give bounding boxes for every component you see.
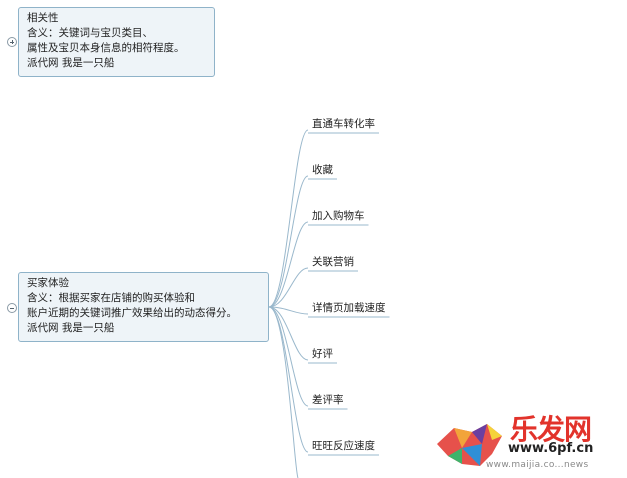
branch-connector (268, 129, 309, 308)
node-definition-line: 含义：根据买家在店铺的购买体验和 (27, 292, 195, 304)
branch-connector (268, 267, 309, 308)
node-title: 买家体验 (27, 277, 69, 289)
branch-connector (268, 221, 309, 308)
leaf-node[interactable]: 详情页加载速度 (312, 302, 386, 314)
watermark-subtext: www.maijia.co...news (486, 460, 589, 470)
leaf-node[interactable]: 旺旺反应速度 (312, 440, 375, 452)
branch-connector (268, 306, 309, 361)
collapse-toggle-icon[interactable] (7, 303, 17, 313)
node-title: 相关性 (27, 12, 59, 24)
branch-connector (268, 175, 309, 308)
leaf-node[interactable]: 加入购物车 (312, 210, 365, 222)
expand-toggle-icon[interactable] (7, 37, 17, 47)
watermark-url: www.6pf.cn (508, 441, 594, 456)
branch-connector (268, 306, 299, 478)
bull-logo-icon (437, 424, 502, 466)
leaf-underlines (308, 132, 390, 456)
node-definition-line: 属性及宝贝本身信息的相符程度。 (27, 42, 185, 54)
branch-connector (268, 306, 309, 315)
watermark-brand: 乐发网 (510, 413, 592, 446)
branch-connectors (268, 129, 309, 478)
topic-node-relevance[interactable]: 相关性 含义：关键词与宝贝类目、 属性及宝贝本身信息的相符程度。 派代网 我是一… (18, 7, 215, 77)
branch-connector (268, 306, 309, 407)
topic-node-buyer-experience[interactable]: 买家体验 含义：根据买家在店铺的购买体验和 账户近期的关键词推广效果给出的动态得… (18, 272, 269, 342)
node-definition-line: 账户近期的关键词推广效果给出的动态得分。 (27, 307, 237, 319)
leaf-node[interactable]: 差评率 (312, 394, 344, 406)
leaf-node[interactable]: 好评 (312, 348, 333, 360)
node-source-line: 派代网 我是一只船 (27, 322, 115, 334)
node-definition-line: 含义：关键词与宝贝类目、 (27, 27, 153, 39)
site-watermark: 乐发网 www.6pf.cn www.maijia.co...news (432, 408, 627, 478)
branch-connector (268, 306, 309, 453)
leaf-node[interactable]: 直通车转化率 (312, 118, 375, 130)
leaf-node[interactable]: 收藏 (312, 164, 333, 176)
node-source-line: 派代网 我是一只船 (27, 57, 115, 69)
leaf-node[interactable]: 关联营销 (312, 256, 354, 268)
